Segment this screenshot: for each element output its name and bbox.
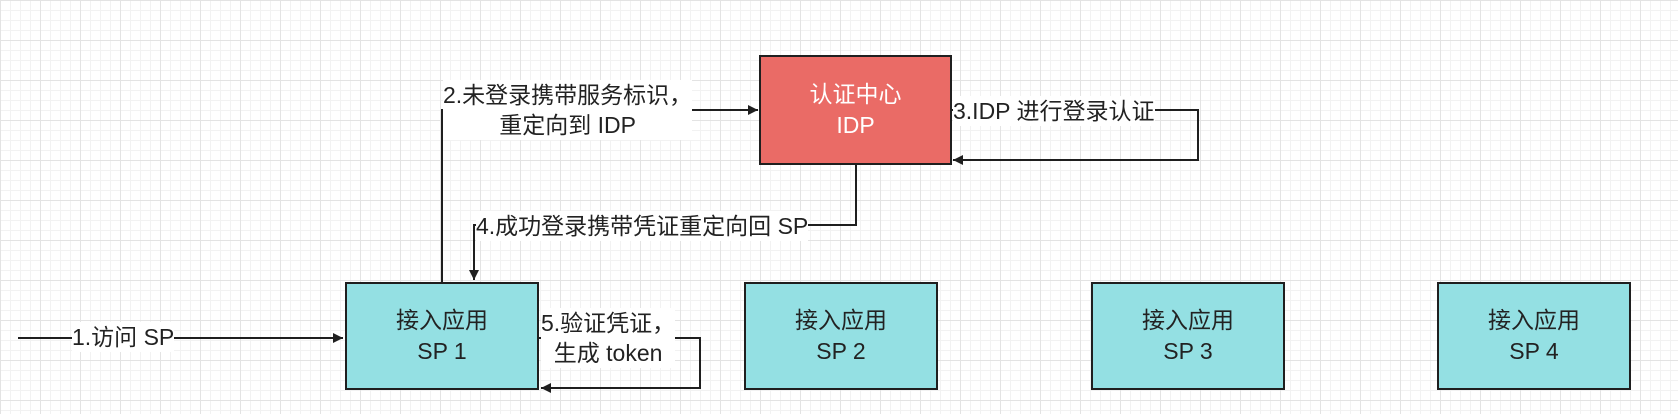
sp1-node-title: 接入应用 bbox=[396, 307, 488, 333]
edge-label-step5-line2: 生成 token bbox=[553, 340, 663, 366]
sp2-node-title: 接入应用 bbox=[795, 307, 887, 333]
sp1-node[interactable]: 接入应用 SP 1 bbox=[345, 282, 539, 390]
edge-label-step1: 1.访问 SP bbox=[72, 322, 175, 352]
idp-node-subtitle: IDP bbox=[836, 112, 875, 138]
edge-label-step5-line1: 5.验证凭证， bbox=[541, 310, 676, 336]
edge-label-step5: 5.验证凭证， 生成 token bbox=[541, 308, 676, 368]
sp3-node-subtitle: SP 3 bbox=[1163, 338, 1213, 364]
edge-label-step2-line1: 2.未登录携带服务标识， bbox=[443, 82, 693, 108]
edge-label-step3: 3.IDP 进行登录认证 bbox=[953, 96, 1155, 126]
sp2-node[interactable]: 接入应用 SP 2 bbox=[744, 282, 938, 390]
sp3-node-title: 接入应用 bbox=[1142, 307, 1234, 333]
sp3-node[interactable]: 接入应用 SP 3 bbox=[1091, 282, 1285, 390]
sp4-node[interactable]: 接入应用 SP 4 bbox=[1437, 282, 1631, 390]
idp-node-title: 认证中心 bbox=[809, 81, 902, 107]
sp4-node-subtitle: SP 4 bbox=[1509, 338, 1559, 364]
sp1-node-subtitle: SP 1 bbox=[417, 338, 467, 364]
sp4-node-title: 接入应用 bbox=[1488, 307, 1580, 333]
edge-label-step4: 4.成功登录携带凭证重定向回 SP bbox=[476, 211, 809, 241]
idp-node[interactable]: 认证中心 IDP bbox=[759, 55, 952, 165]
sp2-node-subtitle: SP 2 bbox=[816, 338, 866, 364]
edge-label-step2-line2: 重定向到 IDP bbox=[499, 112, 636, 138]
edge-label-step2: 2.未登录携带服务标识， 重定向到 IDP bbox=[443, 80, 693, 140]
